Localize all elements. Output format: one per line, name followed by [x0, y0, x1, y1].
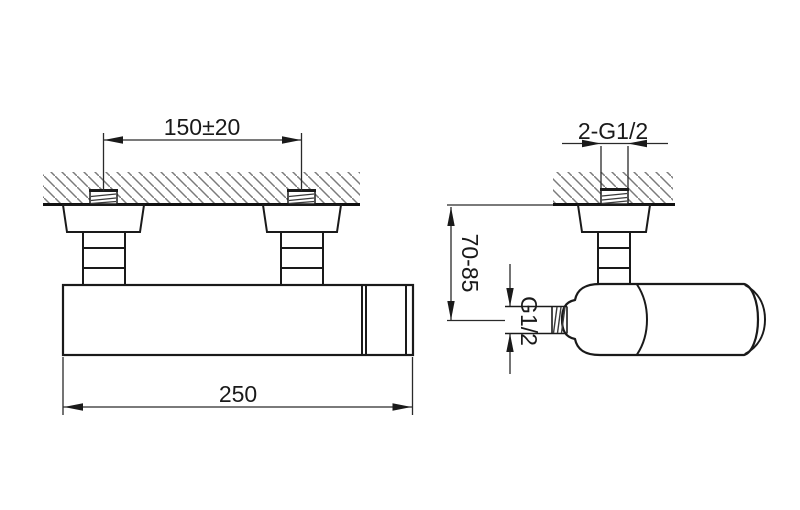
side-view: 2-G1/2 70-85 G1/2 — [447, 118, 767, 374]
end-cap-outer-arc — [744, 284, 767, 355]
dim-label-wall-offset: 70-85 — [457, 234, 483, 293]
escutcheon-right — [261, 204, 343, 233]
cylinder-edge-arc — [636, 283, 649, 356]
outlet-pipe — [505, 305, 568, 335]
arrowhead-left — [104, 136, 123, 144]
dimension-outlet-thread — [506, 264, 514, 374]
arrowhead-left — [582, 139, 601, 148]
dimension-wall-offset — [447, 207, 505, 322]
arrowhead-right — [392, 403, 412, 411]
arrowhead-left — [64, 403, 83, 411]
dim-label-mounting-centers: 150±20 — [164, 114, 241, 140]
connector-side — [597, 231, 631, 286]
arrowhead-up — [506, 333, 514, 352]
dimension-mounting-centers — [102, 133, 303, 191]
dim-label-inlet-threads: 2-G1/2 — [578, 118, 648, 144]
escutcheon-side — [576, 204, 652, 233]
dimension-inlet-threads — [562, 139, 668, 188]
arrowhead-down — [506, 288, 514, 307]
inlet-thread-left — [89, 189, 118, 205]
body-silhouette — [560, 282, 760, 357]
inlet-thread-side — [600, 188, 629, 205]
connector-right — [280, 231, 324, 286]
arrowhead-down — [447, 301, 455, 320]
arrowhead-right — [628, 139, 647, 148]
dimension-body-length — [62, 357, 414, 415]
connector-left — [82, 231, 126, 286]
dim-label-body-length: 250 — [219, 381, 257, 407]
front-view: 150±20 250 — [43, 114, 415, 415]
arrowhead-up — [447, 207, 455, 226]
mixer-body-front — [61, 283, 415, 357]
mixer-body-side — [560, 282, 767, 357]
dim-label-outlet-thread: G1/2 — [516, 296, 542, 346]
inlet-thread-right — [287, 189, 316, 205]
arrowhead-right — [282, 136, 301, 144]
escutcheon-left — [61, 204, 146, 233]
